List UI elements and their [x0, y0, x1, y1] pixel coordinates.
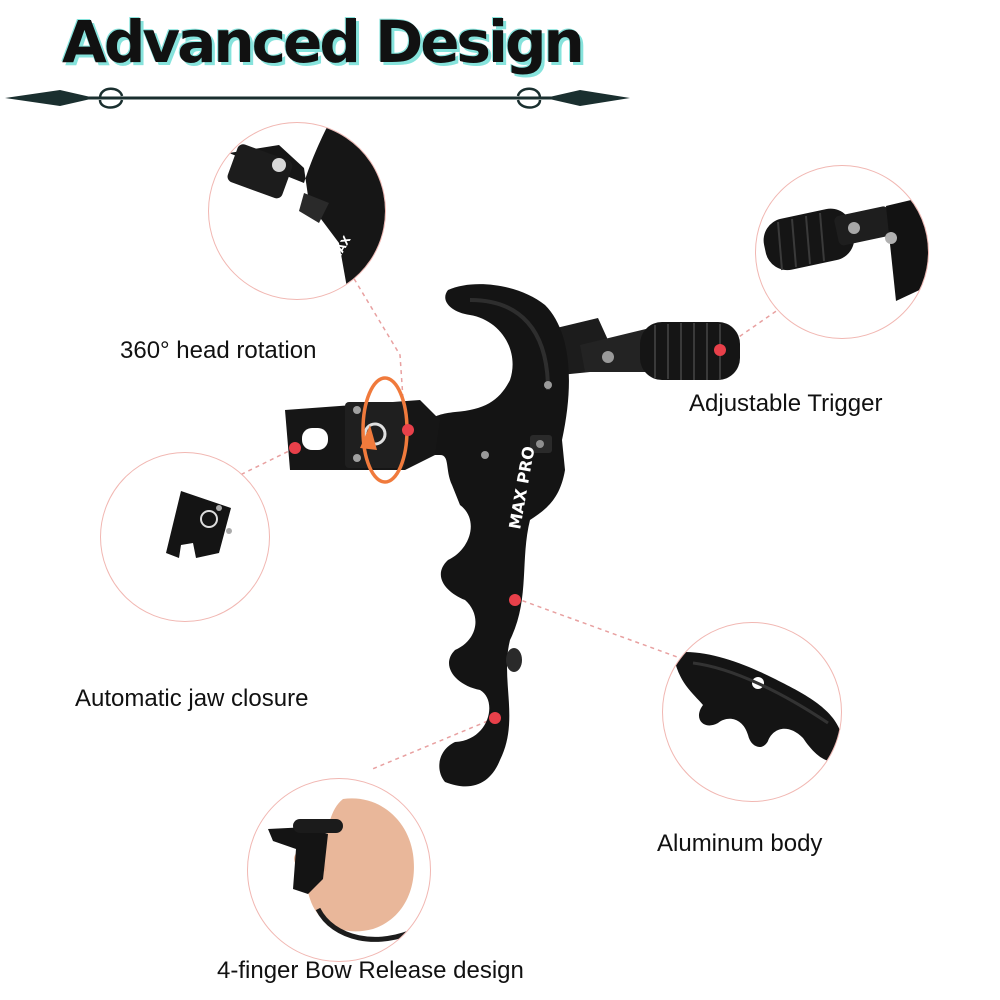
detail-circle-jaw: [100, 452, 270, 622]
feature-label-aluminum-body: Aluminum body: [657, 830, 823, 857]
ornament-divider-icon: [5, 87, 630, 109]
detail-circle-body: [662, 622, 842, 802]
feature-label-head-rotation: 360° head rotation: [120, 337, 317, 364]
aluminum-body: [420, 284, 569, 787]
page-title: Advanced Design: [62, 8, 585, 76]
detail-circle-hand: [247, 778, 431, 962]
feature-label-adjustable-trigger: Adjustable Trigger: [689, 390, 883, 417]
detail-circle-trigger: [755, 165, 929, 339]
feature-label-four-finger: 4-finger Bow Release design: [217, 957, 524, 984]
feature-label-jaw-closure: Automatic jaw closure: [75, 685, 309, 712]
trigger-assembly: [548, 318, 740, 380]
detail-circle-head: MAX: [208, 122, 386, 300]
